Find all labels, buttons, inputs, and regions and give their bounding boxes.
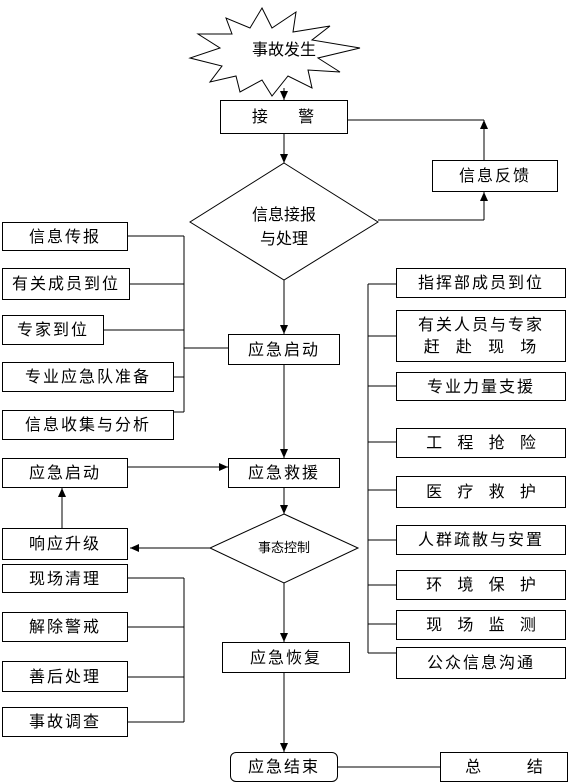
start-node: 事故发生 xyxy=(251,40,316,59)
start-burst-shape xyxy=(188,6,361,97)
left-top-item: 信息传报 xyxy=(2,222,128,251)
control-node: 事态控制 xyxy=(257,541,310,556)
launch-left-node: 应急启动 xyxy=(2,458,128,488)
left-top-item: 专家到位 xyxy=(2,315,104,345)
launch-center-node: 应急启动 xyxy=(228,334,340,365)
right-item: 环 境 保 护 xyxy=(396,570,566,600)
right-item: 人群疏散与安置 xyxy=(396,525,566,555)
left-bottom-item: 现场清理 xyxy=(2,564,128,593)
left-top-item: 信息收集与分析 xyxy=(2,410,174,440)
right-item: 公众信息沟通 xyxy=(396,647,566,679)
receive-node: 接 警 xyxy=(220,100,348,134)
right-item: 专业力量支援 xyxy=(396,372,566,401)
end-node: 应急结束 xyxy=(230,752,338,782)
left-bottom-item: 善后处理 xyxy=(2,661,128,692)
left-bottom-item: 事故调查 xyxy=(2,707,128,737)
right-item: 指挥部成员到位 xyxy=(396,268,566,298)
rescue-node: 应急救援 xyxy=(228,458,340,488)
left-bottom-item: 解除警戒 xyxy=(2,612,128,642)
right-item: 工 程 抢 险 xyxy=(396,428,566,458)
feedback-node: 信息反馈 xyxy=(432,160,558,192)
right-item: 现 场 监 测 xyxy=(396,610,566,640)
upgrade-node: 响应升级 xyxy=(2,528,128,560)
right-item: 医 疗 救 护 xyxy=(396,476,566,508)
left-top-item: 有关成员到位 xyxy=(2,268,130,300)
info-handle-node: 信息接报 与处理 xyxy=(251,205,316,248)
right-item: 有关人员与专家 赶 赴 现 场 xyxy=(396,310,566,362)
summary-node: 总 结 xyxy=(440,752,568,782)
recover-node: 应急恢复 xyxy=(222,642,350,673)
left-top-item: 专业应急队准备 xyxy=(2,362,174,392)
